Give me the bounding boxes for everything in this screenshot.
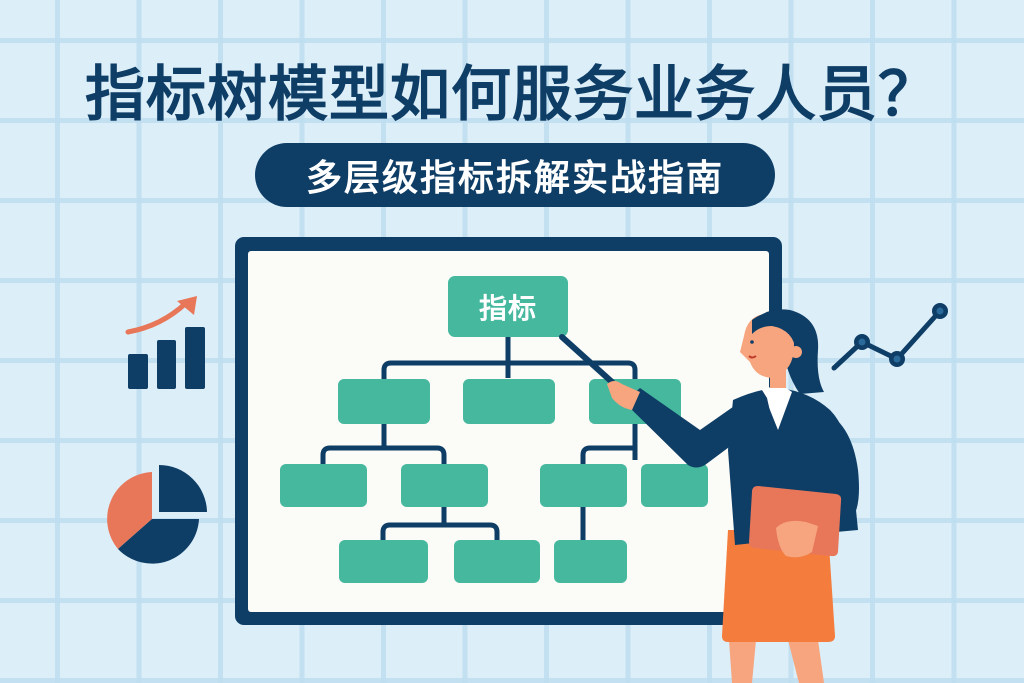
tree-node bbox=[339, 540, 428, 583]
pie-chart-icon bbox=[107, 465, 207, 564]
tree-node bbox=[401, 464, 488, 507]
subtitle-banner: 多层级指标拆解实战指南 bbox=[255, 143, 775, 207]
tree-connectors bbox=[320, 337, 638, 540]
pointer-stick bbox=[559, 334, 615, 385]
line-chart-icon bbox=[831, 303, 948, 371]
skirt bbox=[722, 530, 835, 642]
tree-node bbox=[454, 540, 540, 583]
bar-chart-rising-arrow-icon bbox=[125, 296, 205, 389]
tree-node bbox=[554, 540, 627, 583]
tree-node bbox=[280, 464, 367, 507]
tree-node bbox=[641, 464, 708, 507]
tree-node bbox=[338, 379, 430, 424]
page-title: 指标树模型如何服务业务人员？ bbox=[85, 60, 939, 130]
tree-node bbox=[540, 464, 627, 507]
subtitle-text: 多层级指标拆解实战指南 bbox=[305, 158, 724, 199]
root-node-label: 指标 bbox=[478, 291, 537, 325]
tree-node-root bbox=[448, 276, 568, 337]
tree-node bbox=[463, 379, 555, 424]
